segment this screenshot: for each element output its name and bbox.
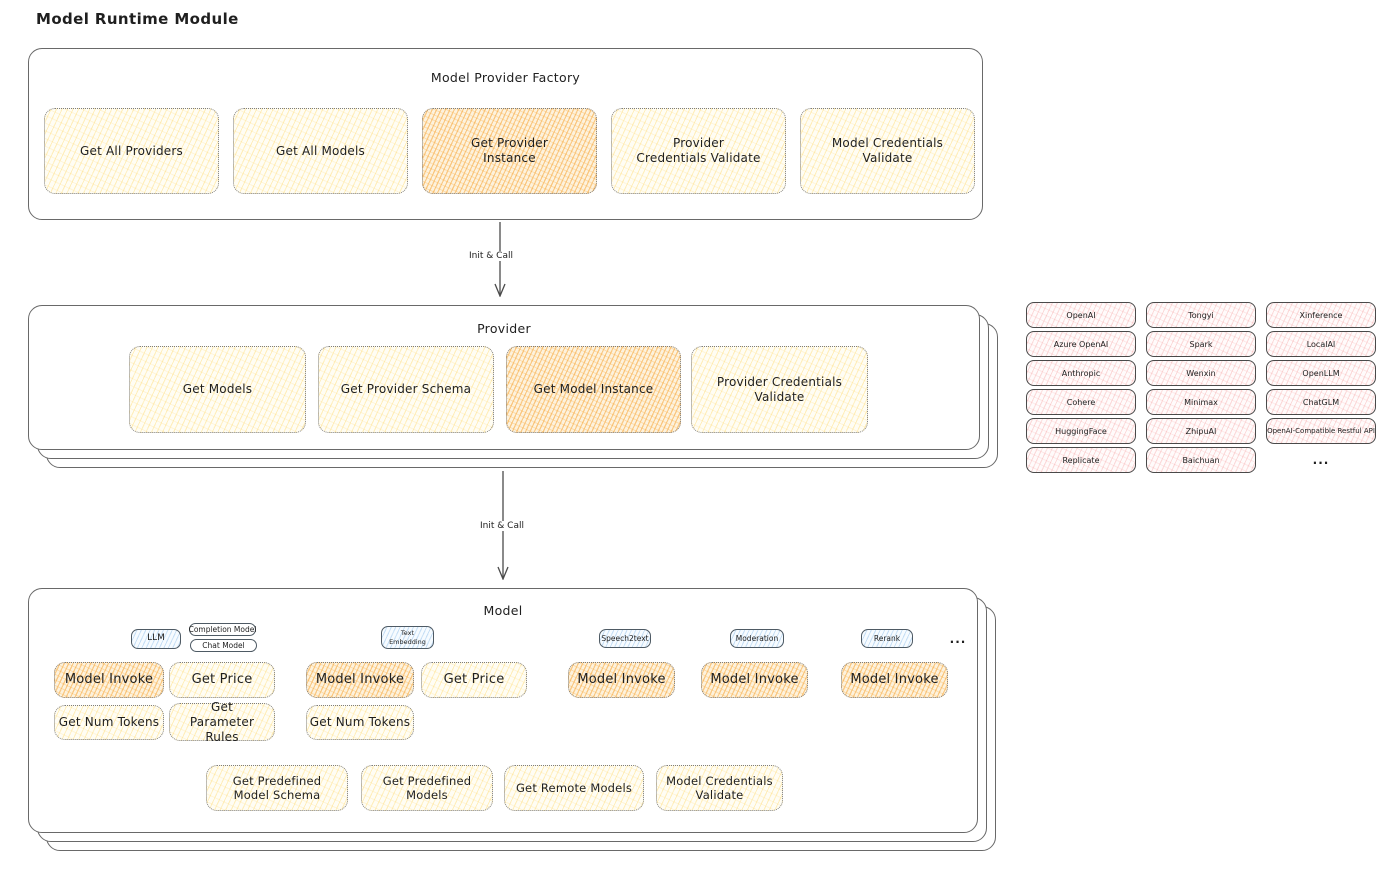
factory-box-get-all-models: Get All Models <box>233 108 408 194</box>
provider-pill-spark: Spark <box>1146 331 1256 357</box>
provider-pill-cohere: Cohere <box>1026 389 1136 415</box>
provider-pill-zhipuai: ZhipuAI <box>1146 418 1256 444</box>
text-embedding-get-price: Get Price <box>421 662 527 698</box>
model-credentials-validate: Model Credentials Validate <box>656 765 783 811</box>
provider-container: Provider Get Models Get Provider Schema … <box>28 305 980 450</box>
tag-completion-model: Completion Model <box>188 623 257 636</box>
factory-box-get-all-providers: Get All Providers <box>44 108 219 194</box>
provider-pill-baichuan: Baichuan <box>1146 447 1256 473</box>
provider-pill-minimax: Minimax <box>1146 389 1256 415</box>
provider-pill-azure-openai: Azure OpenAI <box>1026 331 1136 357</box>
provider-pill-huggingface: HuggingFace <box>1026 418 1136 444</box>
model-get-remote-models: Get Remote Models <box>504 765 644 811</box>
text-embedding-model-invoke: Model Invoke <box>306 662 414 698</box>
provider-pill-replicate: Replicate <box>1026 447 1136 473</box>
tag-chat-model: Chat Model <box>190 639 257 652</box>
factory-container: Model Provider Factory Get All Providers… <box>28 48 983 220</box>
model-container: Model LLM Completion Model Chat Model Te… <box>28 588 978 833</box>
provider-pill-tongyi: Tongyi <box>1146 302 1256 328</box>
factory-box-get-provider-instance: Get Provider Instance <box>422 108 597 194</box>
model-get-predefined-models: Get Predefined Models <box>361 765 493 811</box>
provider-pill-xinference: Xinference <box>1266 302 1376 328</box>
provider-pill-openllm: OpenLLM <box>1266 360 1376 386</box>
provider-pill-anthropic: Anthropic <box>1026 360 1136 386</box>
llm-get-num-tokens: Get Num Tokens <box>54 705 164 740</box>
arrow2-label: Init & Call <box>472 521 532 531</box>
model-title: Model <box>483 603 523 618</box>
factory-box-provider-credentials-validate: Provider Credentials Validate <box>611 108 786 194</box>
provider-pill-openai: OpenAI <box>1026 302 1136 328</box>
provider-box-get-provider-schema: Get Provider Schema <box>318 346 494 433</box>
text-embedding-get-num-tokens: Get Num Tokens <box>306 705 414 740</box>
tab-moderation: Moderation <box>730 629 784 648</box>
page-title: Model Runtime Module <box>36 10 239 28</box>
rerank-model-invoke: Model Invoke <box>841 662 948 698</box>
provider-title: Provider <box>477 321 531 336</box>
tab-llm: LLM <box>131 629 181 649</box>
model-tabs-more: ... <box>949 631 967 646</box>
llm-get-price: Get Price <box>169 662 275 698</box>
moderation-model-invoke: Model Invoke <box>701 662 808 698</box>
provider-pill-localai: LocalAI <box>1266 331 1376 357</box>
arrow1-label: Init & Call <box>461 251 521 261</box>
tab-text-embedding: Text Embedding <box>381 626 434 649</box>
factory-box-model-credentials-validate: Model Credentials Validate <box>800 108 975 194</box>
provider-list-more: ... <box>1312 453 1330 467</box>
provider-box-get-models: Get Models <box>129 346 306 433</box>
provider-box-get-model-instance: Get Model Instance <box>506 346 681 433</box>
provider-pill-openai-compatible: OpenAI-Compatible Restful API <box>1266 418 1376 444</box>
factory-title: Model Provider Factory <box>430 70 581 85</box>
provider-pill-chatglm: ChatGLM <box>1266 389 1376 415</box>
provider-box-provider-credentials-validate: Provider Credentials Validate <box>691 346 868 433</box>
model-get-predefined-model-schema: Get Predefined Model Schema <box>206 765 348 811</box>
llm-model-invoke: Model Invoke <box>54 662 164 698</box>
speech2text-model-invoke: Model Invoke <box>568 662 675 698</box>
tab-rerank: Rerank <box>861 629 913 648</box>
tab-speech2text: Speech2text <box>599 629 651 648</box>
llm-get-parameter-rules: Get Parameter Rules <box>169 700 275 744</box>
provider-pill-wenxin: Wenxin <box>1146 360 1256 386</box>
